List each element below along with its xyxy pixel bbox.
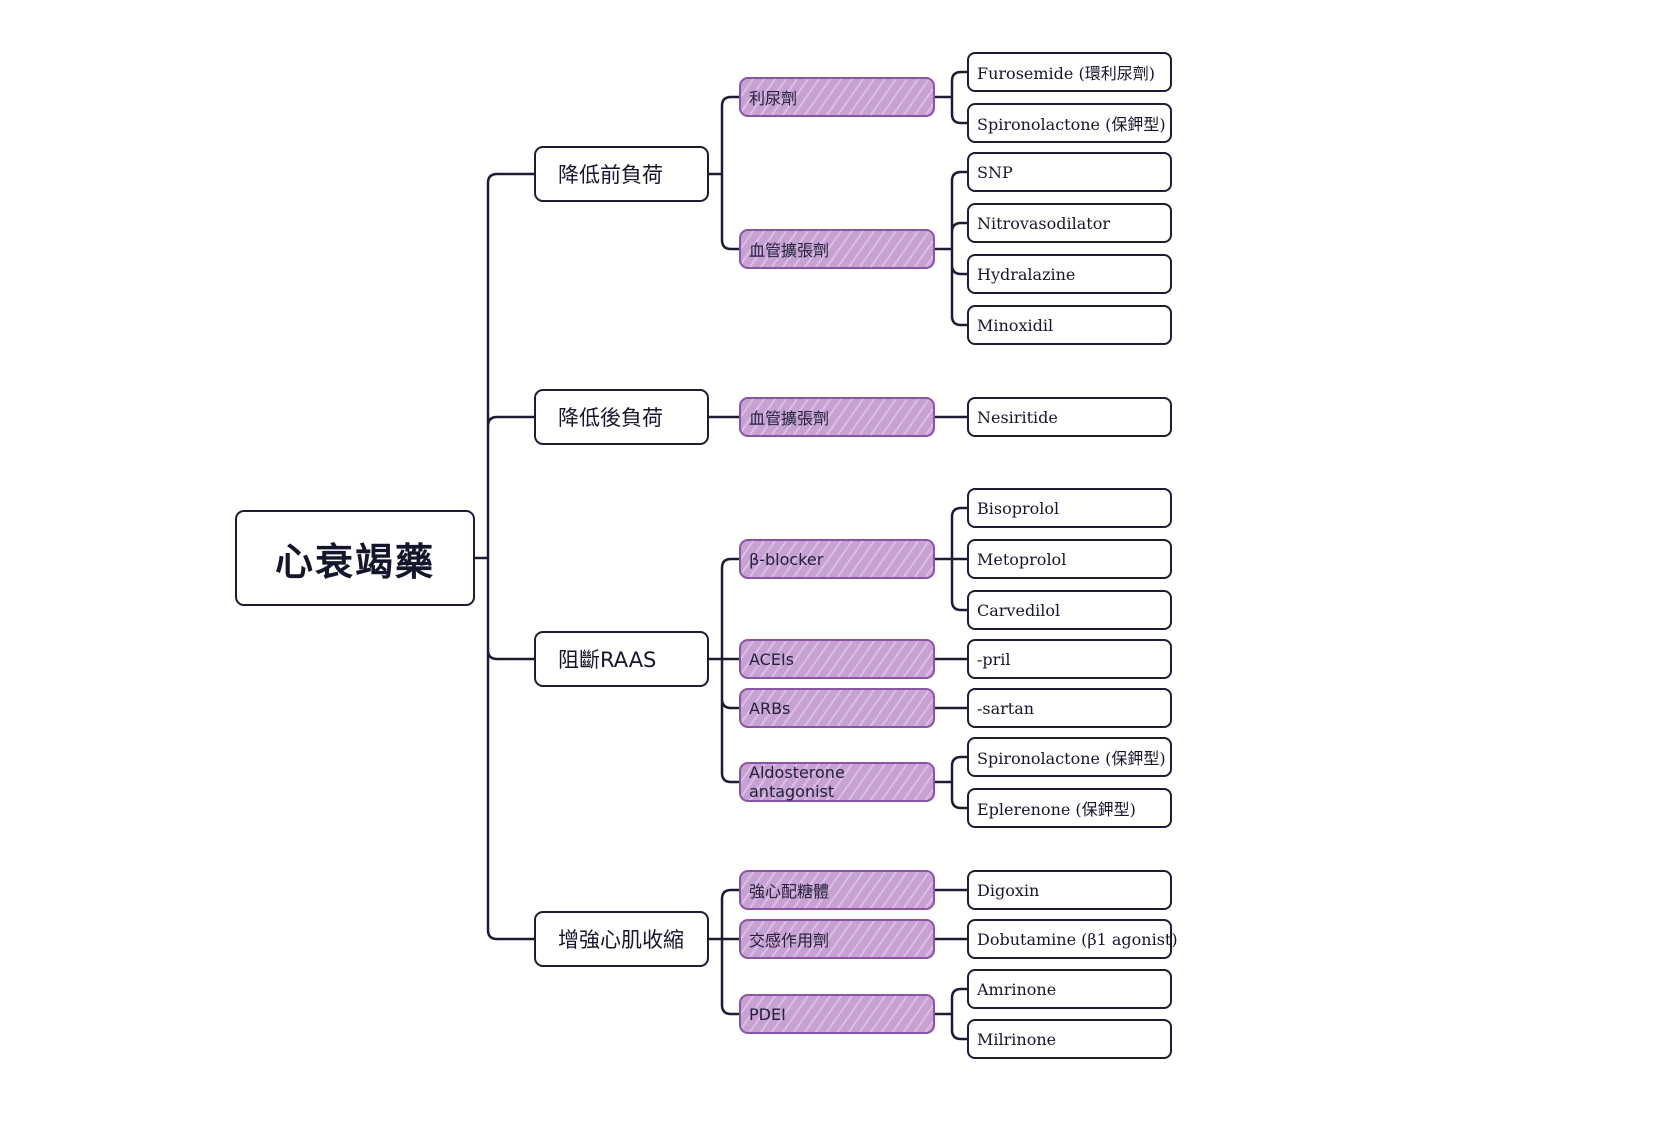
branch-contractility[interactable]: 增強心肌收縮 xyxy=(534,911,709,967)
drug-metoprolol[interactable]: Metoprolol xyxy=(967,539,1172,579)
group-vasodilators-afterload[interactable]: 血管擴張劑 xyxy=(739,397,935,437)
drug-digoxin[interactable]: Digoxin xyxy=(967,870,1172,910)
connector-line xyxy=(933,170,969,327)
connector-line xyxy=(473,172,536,941)
group-cardiac-glycosides[interactable]: 強心配糖體 xyxy=(739,870,935,910)
drug-nitrovasodilator[interactable]: Nitrovasodilator xyxy=(967,203,1172,243)
drug-nesiritide[interactable]: Nesiritide xyxy=(967,397,1172,437)
drug-milrinone[interactable]: Milrinone xyxy=(967,1019,1172,1059)
group-beta-blocker[interactable]: β-blocker xyxy=(739,539,935,579)
drug-hydralazine[interactable]: Hydralazine xyxy=(967,254,1172,294)
drug-amrinone[interactable]: Amrinone xyxy=(967,969,1172,1009)
connector-line xyxy=(707,888,741,1016)
drug-eplerenone[interactable]: Eplerenone (保鉀型) xyxy=(967,788,1172,828)
group-aceis[interactable]: ACEIs xyxy=(739,639,935,679)
group-vasodilators-preload[interactable]: 血管擴張劑 xyxy=(739,229,935,269)
drug-spironolactone-2[interactable]: Spironolactone (保鉀型) xyxy=(967,737,1172,777)
group-sympathomimetics[interactable]: 交感作用劑 xyxy=(739,919,935,959)
connector-line xyxy=(707,95,741,251)
group-pdei[interactable]: PDEI xyxy=(739,994,935,1034)
drug-furosemide[interactable]: Furosemide (環利尿劑) xyxy=(967,52,1172,92)
drug-dobutamine[interactable]: Dobutamine (β1 agonist) xyxy=(967,919,1178,959)
drug-spironolactone[interactable]: Spironolactone (保鉀型) xyxy=(967,103,1172,143)
root-node[interactable]: 心衰竭藥 xyxy=(235,510,475,606)
group-arbs[interactable]: ARBs xyxy=(739,688,935,728)
branch-preload[interactable]: 降低前負荷 xyxy=(534,146,709,202)
drug-carvedilol[interactable]: Carvedilol xyxy=(967,590,1172,630)
drug-pril[interactable]: -pril xyxy=(967,639,1172,679)
group-aldosterone-antagonist[interactable]: Aldosterone antagonist xyxy=(739,762,935,802)
connector-line xyxy=(933,755,969,810)
connector-line xyxy=(933,506,969,612)
drug-bisoprolol[interactable]: Bisoprolol xyxy=(967,488,1172,528)
drug-snp[interactable]: SNP xyxy=(967,152,1172,192)
connector-line xyxy=(933,987,969,1041)
group-diuretics[interactable]: 利尿劑 xyxy=(739,77,935,117)
branch-raas[interactable]: 阻斷RAAS xyxy=(534,631,709,687)
connector-line xyxy=(933,70,969,125)
connector-line xyxy=(707,557,741,784)
branch-afterload[interactable]: 降低後負荷 xyxy=(534,389,709,445)
drug-minoxidil[interactable]: Minoxidil xyxy=(967,305,1172,345)
drug-sartan[interactable]: -sartan xyxy=(967,688,1172,728)
